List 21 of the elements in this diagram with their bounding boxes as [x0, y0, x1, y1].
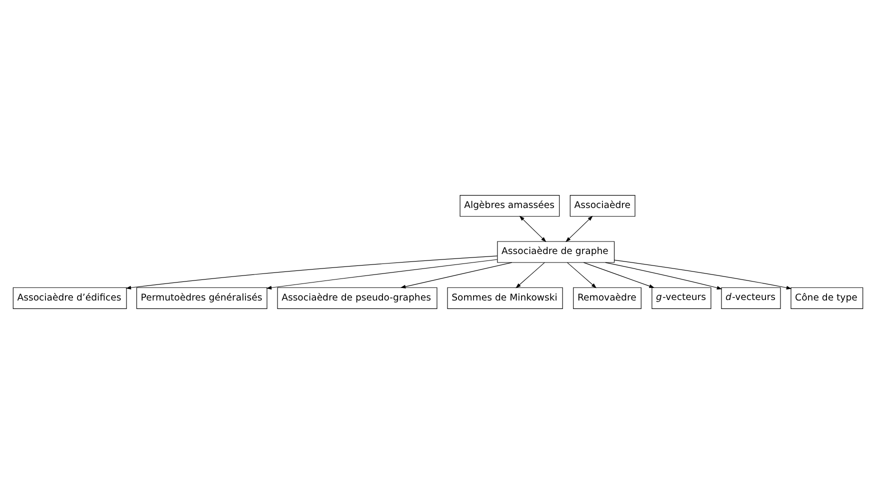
- arrow: [266, 258, 498, 290]
- node-box: Associaèdre de graphe: [497, 240, 615, 262]
- arrow: [614, 259, 792, 290]
- arrow: [516, 262, 545, 288]
- arrow: [566, 262, 597, 288]
- node-box: Associaèdre de pseudo-graphes: [277, 286, 438, 308]
- node-box: g-vecteurs: [652, 286, 712, 308]
- arrow: [400, 262, 512, 288]
- node-box: Algèbres amassées: [460, 194, 560, 216]
- arrow: [566, 215, 593, 242]
- arrow: [519, 215, 546, 242]
- node-box: Removaèdre: [573, 286, 642, 308]
- node-box: Cône de type: [790, 286, 864, 308]
- node-box: Associaèdre: [570, 194, 636, 216]
- arrow: [583, 262, 654, 288]
- node-box: Associaèdre d’édifices: [12, 286, 127, 308]
- node-box: d-vecteurs: [721, 286, 781, 308]
- node-box: Permutoèdres généralisés: [136, 286, 268, 308]
- node-box: Sommes de Minkowski: [447, 286, 563, 308]
- arrow: [605, 262, 722, 290]
- arrow: [126, 255, 498, 289]
